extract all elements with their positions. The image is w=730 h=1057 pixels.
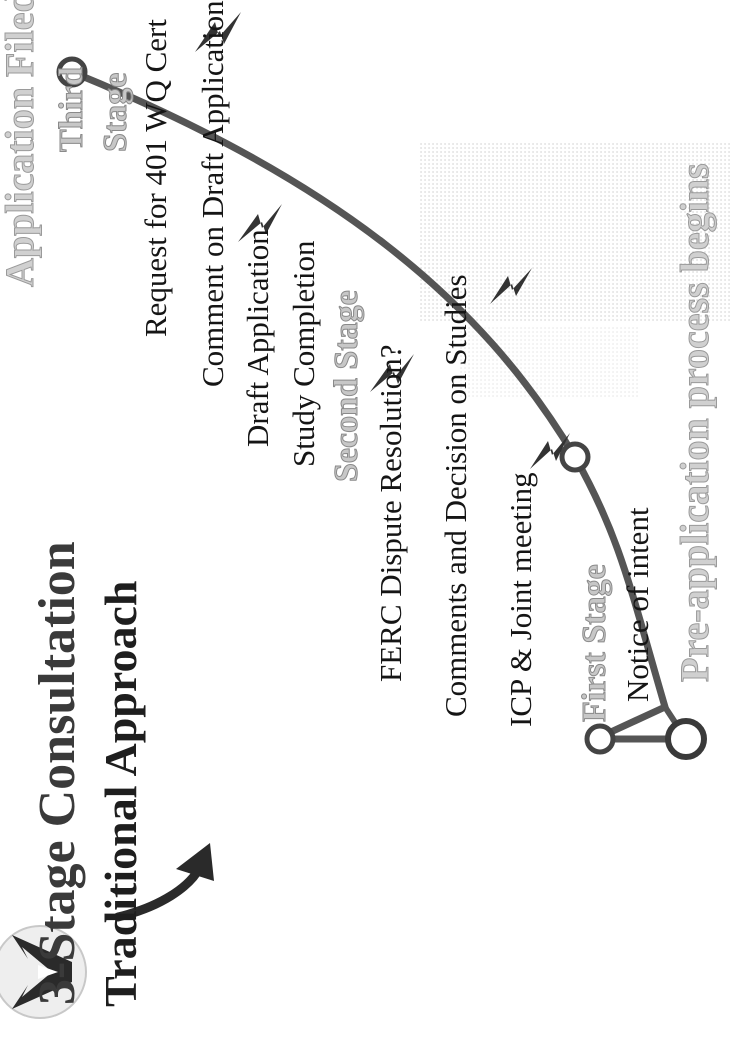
- lightning-bolt-icon: [195, 12, 241, 52]
- banner-application-filed: Application Filed: [0, 0, 43, 288]
- timeline-item-study-completion: Study Completion: [286, 240, 321, 468]
- timeline-item-notice-of-intent: Notice of intent: [620, 507, 655, 702]
- timeline-item-icp-meeting: ICP & Joint meeting: [503, 472, 538, 727]
- logo-emblem: [0, 925, 87, 1019]
- stage-label-third: Third Stage: [53, 66, 135, 152]
- stage-node-second: [559, 441, 591, 473]
- timeline-item-draft-application: Draft Application: [240, 229, 275, 447]
- lightning-bolt-icon: [238, 204, 282, 242]
- stage-node-first: [584, 723, 616, 755]
- background-texture-band: [460, 327, 640, 397]
- stage-node-start: [665, 718, 707, 760]
- lightning-bolt-icon: [490, 268, 532, 304]
- timeline-item-ferc-dispute: FERC Dispute Resolution?: [373, 344, 408, 682]
- stage-node-third: [56, 56, 88, 88]
- timeline-item-comment-draft: Comment on Draft Application: [195, 0, 230, 387]
- banner-pre-application: Pre-application process begins: [672, 163, 718, 683]
- stage-label-first: First Stage: [576, 564, 614, 723]
- timeline-item-request-401: Request for 401 WQ Cert: [138, 19, 173, 337]
- slide-title: 3-Stage Consultation: [29, 541, 86, 1005]
- slide-subtitle: Traditional Approach: [95, 580, 146, 1007]
- timeline-item-comments-decision: Comments and Decision on Studies: [438, 274, 473, 717]
- timeline-curve: [68, 68, 670, 741]
- background-texture-band: [420, 142, 730, 322]
- stage-label-second: Second Stage: [328, 290, 366, 483]
- lightning-bolt-icon: [370, 354, 414, 392]
- curved-arrow-icon: [113, 843, 214, 922]
